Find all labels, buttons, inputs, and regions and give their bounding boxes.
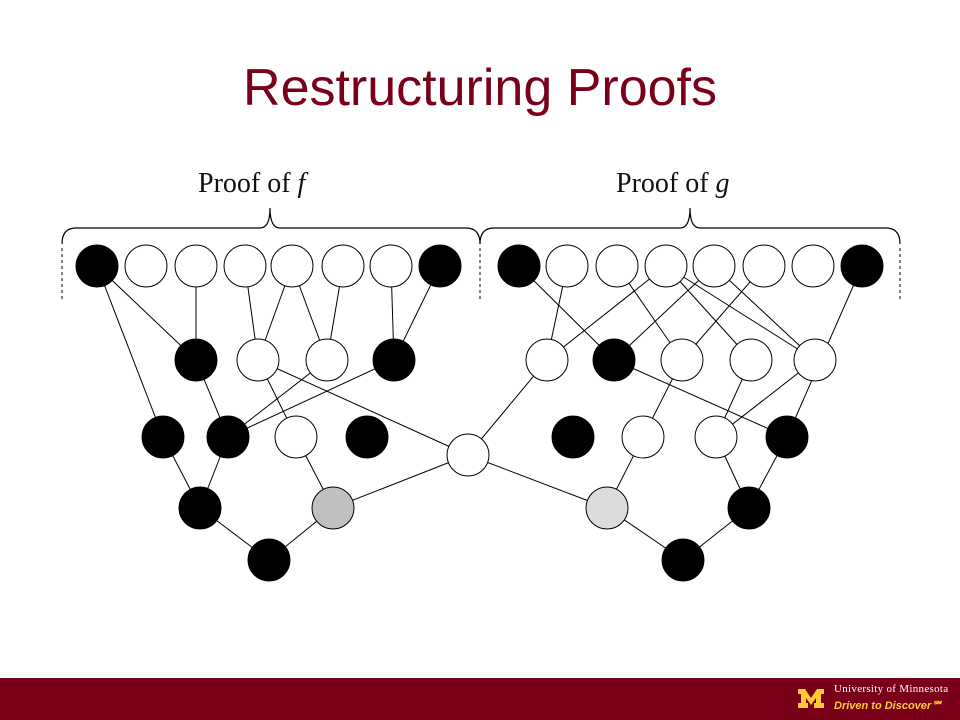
- node-filled: [497, 244, 541, 288]
- node-empty: [321, 244, 365, 288]
- node-filled: [592, 338, 636, 382]
- edge: [467, 454, 608, 509]
- edge: [665, 265, 816, 361]
- node-filled: [174, 338, 218, 382]
- proof-of-f-label: Proof of f: [198, 168, 309, 199]
- edge: [613, 359, 788, 438]
- node-empty: [692, 244, 736, 288]
- node-filled: [661, 538, 705, 582]
- node-empty: [621, 415, 665, 459]
- node-empty: [791, 244, 835, 288]
- footer-bar: University of Minnesota Driven to Discov…: [0, 678, 960, 720]
- proof-of-g-label: Proof of g: [616, 168, 730, 199]
- slide-title: Restructuring Proofs: [243, 59, 717, 117]
- proof-diagram: Proof of f Proof of g: [61, 168, 901, 582]
- edge: [332, 454, 469, 509]
- node-filled: [178, 486, 222, 530]
- node-filled: [141, 415, 185, 459]
- node-empty: [174, 244, 218, 288]
- node-gray: [311, 486, 355, 530]
- node-empty: [660, 338, 704, 382]
- node-empty: [223, 244, 267, 288]
- university-name: University of Minnesota: [834, 683, 949, 695]
- node-empty: [446, 433, 490, 477]
- node-empty: [305, 338, 349, 382]
- node-filled: [840, 244, 884, 288]
- brace-right: [479, 207, 901, 245]
- edge: [227, 359, 395, 438]
- node-filled: [206, 415, 250, 459]
- node-empty: [793, 338, 837, 382]
- node-filled: [372, 338, 416, 382]
- node-empty: [274, 415, 318, 459]
- node-empty: [236, 338, 280, 382]
- edge: [713, 265, 816, 361]
- edge: [257, 359, 469, 456]
- node-empty: [742, 244, 786, 288]
- node-empty: [369, 244, 413, 288]
- node-filled: [765, 415, 809, 459]
- node-gray: [585, 486, 629, 530]
- node-filled: [345, 415, 389, 459]
- edge: [96, 265, 164, 438]
- edge: [96, 265, 197, 361]
- node-filled: [551, 415, 595, 459]
- edge: [546, 265, 667, 361]
- braces: [61, 207, 901, 300]
- node-empty: [694, 415, 738, 459]
- node-filled: [75, 244, 119, 288]
- nodes: [75, 244, 884, 582]
- node-empty: [595, 244, 639, 288]
- node-empty: [124, 244, 168, 288]
- node-empty: [270, 244, 314, 288]
- university-tagline: Driven to Discover℠: [834, 700, 943, 712]
- node-empty: [525, 338, 569, 382]
- brace-left: [61, 207, 481, 245]
- node-empty: [545, 244, 589, 288]
- university-m-logo: [798, 689, 824, 708]
- edge: [518, 265, 615, 361]
- node-empty: [644, 244, 688, 288]
- node-empty: [729, 338, 773, 382]
- node-filled: [727, 486, 771, 530]
- node-filled: [418, 244, 462, 288]
- node-filled: [247, 538, 291, 582]
- edge: [613, 265, 715, 361]
